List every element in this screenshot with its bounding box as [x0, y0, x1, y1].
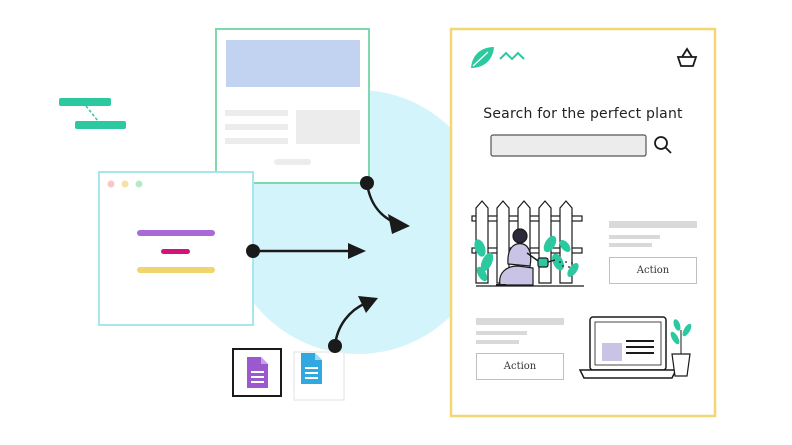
- text-line-purple: [137, 230, 215, 236]
- wireframe-line-2: [225, 124, 288, 130]
- flow-connector: [85, 105, 99, 122]
- card2-text-line-1: [476, 318, 564, 325]
- text-line-yellow: [137, 267, 215, 273]
- arrow-bottom: [328, 296, 378, 353]
- basket-icon[interactable]: [676, 47, 698, 67]
- laptop-illustration: [578, 316, 692, 379]
- magnifier-icon[interactable]: [654, 136, 672, 154]
- gardener-illustration: [471, 200, 584, 287]
- text-line-magenta: [161, 249, 190, 254]
- card1-text-line-3: [609, 243, 652, 247]
- plant-leaves: [474, 235, 579, 282]
- flow-bar-top: [59, 98, 111, 106]
- logo-wave: [499, 51, 525, 61]
- wireframe-footer-pill: [274, 159, 311, 165]
- doc-card-purple-frame: [232, 348, 282, 397]
- browser-window: [98, 171, 254, 326]
- window-dot-red: [107, 180, 115, 188]
- gardener: [496, 228, 556, 286]
- wireframe-line-3: [225, 138, 288, 144]
- search-title: Search for the perfect plant: [483, 106, 683, 122]
- wireframe-hero-block: [226, 40, 360, 87]
- laptop-image-block: [602, 343, 622, 361]
- potted-plant: [670, 319, 692, 377]
- doc-card-blue: [293, 351, 345, 401]
- document-icon: [247, 357, 268, 388]
- leaf-icon: [471, 47, 494, 68]
- laptop-base: [578, 369, 678, 379]
- flow-widget: [59, 98, 126, 129]
- wireframe-line-1: [225, 110, 288, 116]
- card2-text-line-3: [476, 340, 519, 344]
- card1-action-button[interactable]: Action: [609, 257, 697, 284]
- wireframe-window: [215, 28, 370, 184]
- doc-card-purple: [232, 348, 282, 397]
- browser-frame: [98, 171, 254, 326]
- card2-text-line-2: [476, 331, 527, 335]
- search-box-frame: [490, 134, 647, 157]
- arrow-middle: [246, 243, 366, 259]
- search-input[interactable]: [493, 137, 644, 154]
- card2-action-button[interactable]: Action: [476, 353, 564, 380]
- card1-text-line-1: [609, 221, 697, 228]
- card1-text-line-2: [609, 235, 660, 239]
- window-dot-green: [135, 180, 143, 188]
- wireframe-side-block: [296, 110, 360, 144]
- window-dot-yellow: [121, 180, 129, 188]
- document-icon: [301, 353, 322, 384]
- flow-bar-bottom: [75, 121, 126, 129]
- water-drops: [559, 261, 573, 268]
- arrow-top: [360, 176, 410, 234]
